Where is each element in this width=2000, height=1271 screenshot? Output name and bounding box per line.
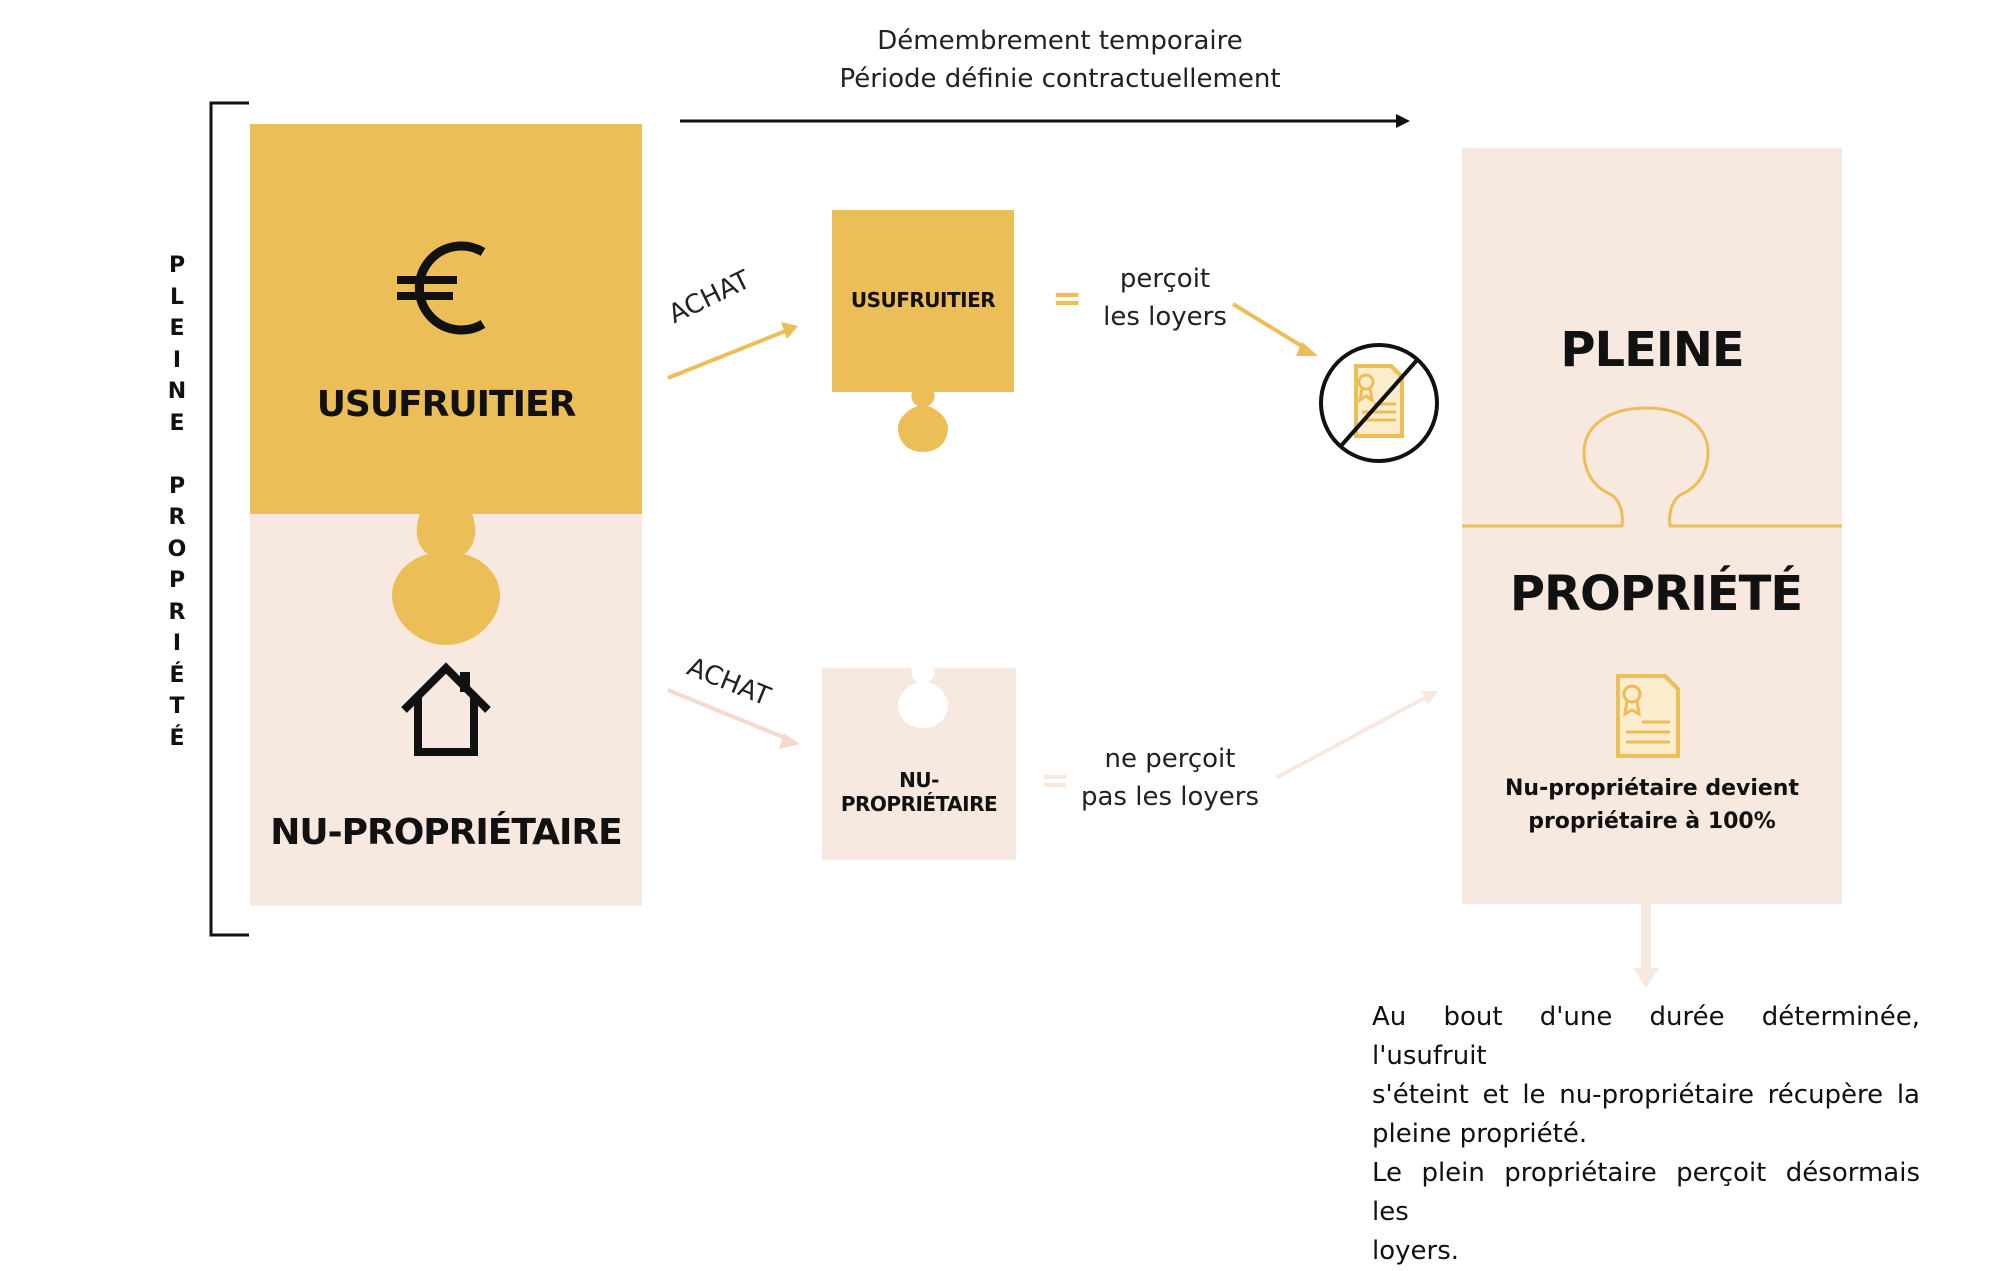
propriete-title: PROPRIÉTÉ: [1509, 566, 1803, 622]
header-line-1: Démembrement temporaire: [877, 26, 1243, 56]
pleine-title: PLEINE: [1560, 322, 1744, 378]
middle-arrows: [667, 302, 1659, 988]
usufruitier-piece: [832, 210, 1014, 392]
euro-icon: [397, 241, 486, 335]
vertical-letter: P: [168, 568, 186, 593]
caption-line-2: propriétaire à 100%: [1528, 809, 1776, 834]
nu-piece-socket: [898, 668, 948, 728]
no-certificate-icon: [1319, 343, 1439, 463]
vertical-letter: P: [168, 253, 186, 278]
vertical-letter: I: [172, 347, 182, 373]
vertical-letter: I: [172, 631, 182, 656]
vertical-letter: E: [169, 410, 185, 436]
caption-line-1: Nu-propriétaire devient: [1505, 776, 1799, 801]
pleine-propriete-puzzle-outline: [1462, 406, 1842, 528]
bottom-result-text: ne perçoit pas les loyers: [1080, 740, 1260, 816]
bottom-result-line-1: ne perçoit: [1104, 744, 1236, 774]
pleine-propriete-caption: Nu-propriétaire devient propriétaire à 1…: [1462, 772, 1842, 838]
vertical-letter: E: [169, 316, 185, 341]
footer-line-2: s'éteint et le nu-propriétaire récupère …: [1372, 1080, 1920, 1110]
usufruitier-block: [250, 124, 642, 514]
certificate-icon: [1616, 674, 1680, 758]
nu-proprietaire-label: NU-PROPRIÉTAIRE: [270, 812, 622, 853]
footer-line-1: Au bout d'une durée déterminée, l'usufru…: [1372, 1002, 1920, 1071]
footer-line-3: pleine propriété.: [1372, 1119, 1588, 1149]
top-result-text: perçoit les loyers: [1100, 260, 1230, 336]
vertical-letter: T: [169, 694, 185, 719]
vertical-letter: R: [168, 599, 186, 625]
nu-proprietaire-piece-label: NU-PROPRIÉTAIRE: [840, 768, 998, 816]
house-icon: [401, 662, 491, 756]
timeline-header: Démembrement temporaire Période définie …: [780, 22, 1340, 98]
vertical-letter: É: [169, 662, 185, 688]
top-result-line-1: perçoit: [1119, 264, 1211, 294]
equals-top: =: [1052, 278, 1083, 319]
left-puzzle-knob: [392, 514, 500, 645]
vertical-letter: O: [167, 536, 187, 562]
vertical-letter: R: [168, 505, 186, 530]
top-result-line-2: les loyers: [1103, 302, 1227, 332]
usufruitier-label: USUFRUITIER: [316, 384, 577, 425]
footer-line-5: loyers.: [1372, 1236, 1460, 1266]
pleine-propriete-vertical-label: P L E I N E P R O P R I É T É: [162, 250, 192, 754]
usufruitier-piece-knob: [898, 392, 948, 452]
usufruitier-piece-label: USUFRUITIER: [850, 288, 996, 312]
footer-paragraph: Au bout d'une durée déterminée, l'usufru…: [1372, 998, 1920, 1271]
bottom-result-line-2: pas les loyers: [1080, 782, 1260, 812]
footer-line-4: Le plein propriétaire perçoit désormais …: [1372, 1158, 1920, 1227]
vertical-letter: É: [169, 725, 185, 751]
vertical-letter: P: [168, 473, 186, 499]
header-line-2: Période définie contractuellement: [839, 64, 1281, 94]
vertical-letter: N: [167, 379, 187, 404]
pleine-propriete-bracket: [209, 101, 249, 937]
equals-bottom: =: [1040, 760, 1071, 801]
timeline-arrow: [680, 114, 1410, 128]
vertical-letter: L: [169, 284, 185, 310]
